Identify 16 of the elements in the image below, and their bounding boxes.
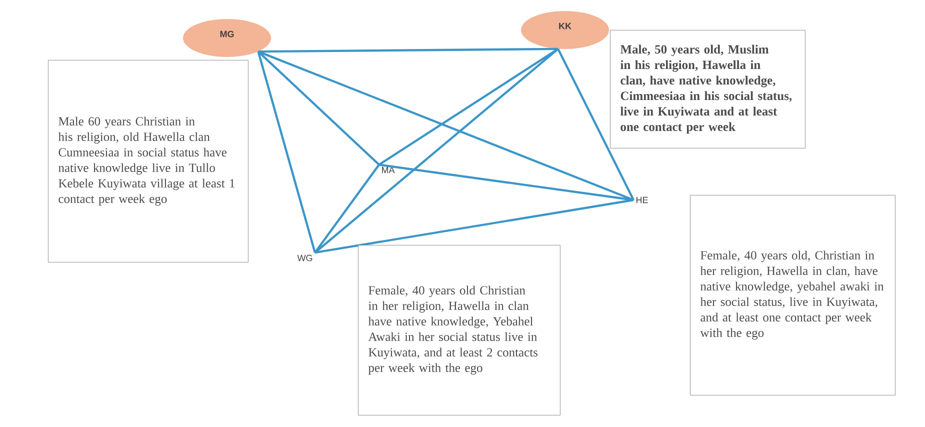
person-label: HE xyxy=(636,196,648,204)
connection-line xyxy=(378,164,634,202)
person-label: MA xyxy=(382,166,395,174)
description-box: Female, 40 years old, Christian in her religion, Hawella in clan, have native knowledge, yebahel awaki in her social status, live in Kuyiwata, and at least one contact per week with the ego xyxy=(690,195,896,396)
connection-line xyxy=(258,48,558,53)
connection-line xyxy=(557,48,635,200)
description-box: Male 60 years Christian in his religion, old Hawella clan Cumneesiaa in social status have native knowledge live in Tullo Kebele Kuyiwata village at least 1 contact per week ego xyxy=(48,60,248,262)
connection-line xyxy=(258,50,380,166)
connection-line xyxy=(314,164,380,254)
connection-line xyxy=(257,51,316,253)
connection-line xyxy=(258,50,634,202)
connection-line xyxy=(378,48,559,166)
description-box: Male, 50 years old, Muslim in his religion, Hawella in clan, have native knowledge, Cimmeesiaa in his social status, live in Kuyiwata and at least one contact per week xyxy=(610,30,806,148)
connection-line xyxy=(314,198,634,254)
person-label: WG xyxy=(297,254,312,262)
description-box: Female, 40 years old Christian in her religion, Hawella in clan have native knowledge, Yebahel Awaki in her social status live in Kuyiwata, and at least 2 contacts per week with the ego xyxy=(358,244,560,416)
